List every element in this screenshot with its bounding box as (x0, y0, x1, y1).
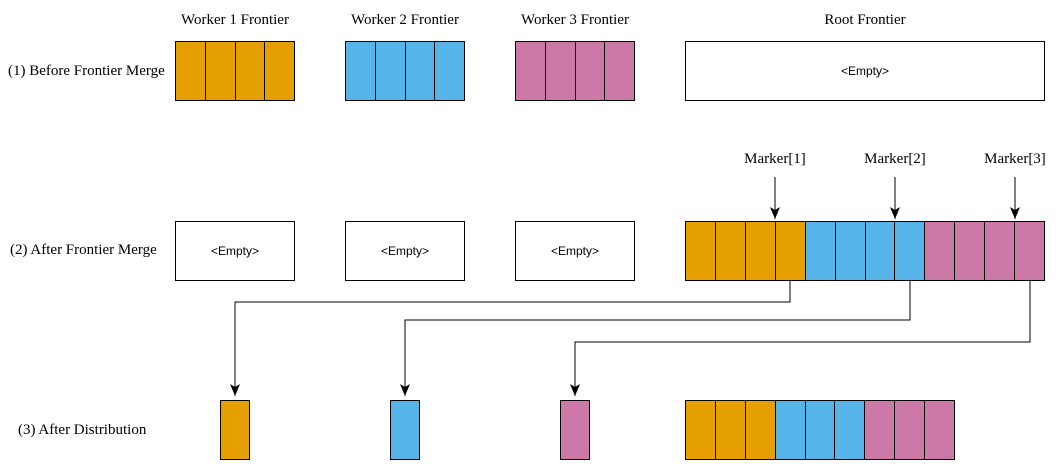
worker3-cell (561, 401, 589, 459)
worker1-frontier-title: Worker 1 Frontier (181, 12, 289, 28)
worker3-cell (516, 42, 546, 100)
worker2-cell (835, 401, 866, 459)
worker2-frontier-title: Worker 2 Frontier (351, 12, 459, 28)
worker2-cell (805, 401, 836, 459)
root-frontier-merged (685, 221, 1045, 281)
worker1-cell (745, 222, 776, 280)
worker3-cell (895, 401, 926, 459)
worker2-cell (865, 222, 896, 280)
worker2-cell (375, 42, 406, 100)
worker1-frontier-row1 (175, 41, 295, 101)
root-frontier-row3 (685, 400, 955, 460)
worker3-frontier-row1 (515, 41, 635, 101)
worker3-cell (925, 222, 956, 280)
worker3-cell (955, 222, 986, 280)
worker1-cell (715, 222, 746, 280)
worker3-frontier-row2: <Empty> (515, 221, 635, 281)
worker2-cell (405, 42, 436, 100)
worker3-cell (1015, 222, 1045, 280)
marker-2-label: Marker[2] (864, 151, 926, 167)
worker1-cell (775, 222, 806, 280)
worker1-frontier-row2: <Empty> (175, 221, 295, 281)
worker1-cell (686, 222, 716, 280)
worker3-distributed-cell (560, 400, 590, 460)
root-frontier-row1: <Empty> (685, 41, 1045, 101)
worker1-cell (176, 42, 206, 100)
worker3-cell (925, 401, 955, 459)
worker2-cell (835, 222, 866, 280)
worker3-cell (865, 401, 896, 459)
worker1-cell (265, 42, 294, 100)
empty-label: <Empty> (380, 244, 430, 258)
worker2-cell (775, 401, 806, 459)
marker-3-label: Marker[3] (984, 151, 1046, 167)
worker1-cell (221, 401, 249, 459)
worker2-cell (805, 222, 836, 280)
worker3-frontier-title: Worker 3 Frontier (521, 12, 629, 28)
worker2-cell (895, 222, 926, 280)
worker3-cell (605, 42, 634, 100)
empty-label: <Empty> (840, 64, 890, 78)
worker2-cell (435, 42, 464, 100)
worker2-cell (346, 42, 376, 100)
worker2-distributed-cell (390, 400, 420, 460)
distribute-worker1-connector (230, 281, 791, 396)
worker2-frontier-row1 (345, 41, 465, 101)
worker3-cell (545, 42, 576, 100)
row1-label: (1) Before Frontier Merge (8, 63, 165, 79)
row2-label: (2) After Frontier Merge (10, 242, 157, 258)
empty-label: <Empty> (550, 244, 600, 258)
worker3-cell (575, 42, 606, 100)
worker1-cell (745, 401, 776, 459)
worker1-cell (715, 401, 746, 459)
empty-label: <Empty> (210, 244, 260, 258)
worker1-cell (235, 42, 266, 100)
row3-label: (3) After Distribution (18, 422, 147, 438)
worker1-distributed-cell (220, 400, 250, 460)
worker2-cell (391, 401, 419, 459)
worker3-cell (985, 222, 1016, 280)
worker1-cell (205, 42, 236, 100)
marker-1-label: Marker[1] (744, 151, 806, 167)
distribute-worker3-connector (570, 281, 1031, 396)
worker1-cell (686, 401, 716, 459)
worker2-frontier-row2: <Empty> (345, 221, 465, 281)
distribute-worker2-connector (400, 281, 911, 396)
root-frontier-title: Root Frontier (824, 12, 906, 28)
